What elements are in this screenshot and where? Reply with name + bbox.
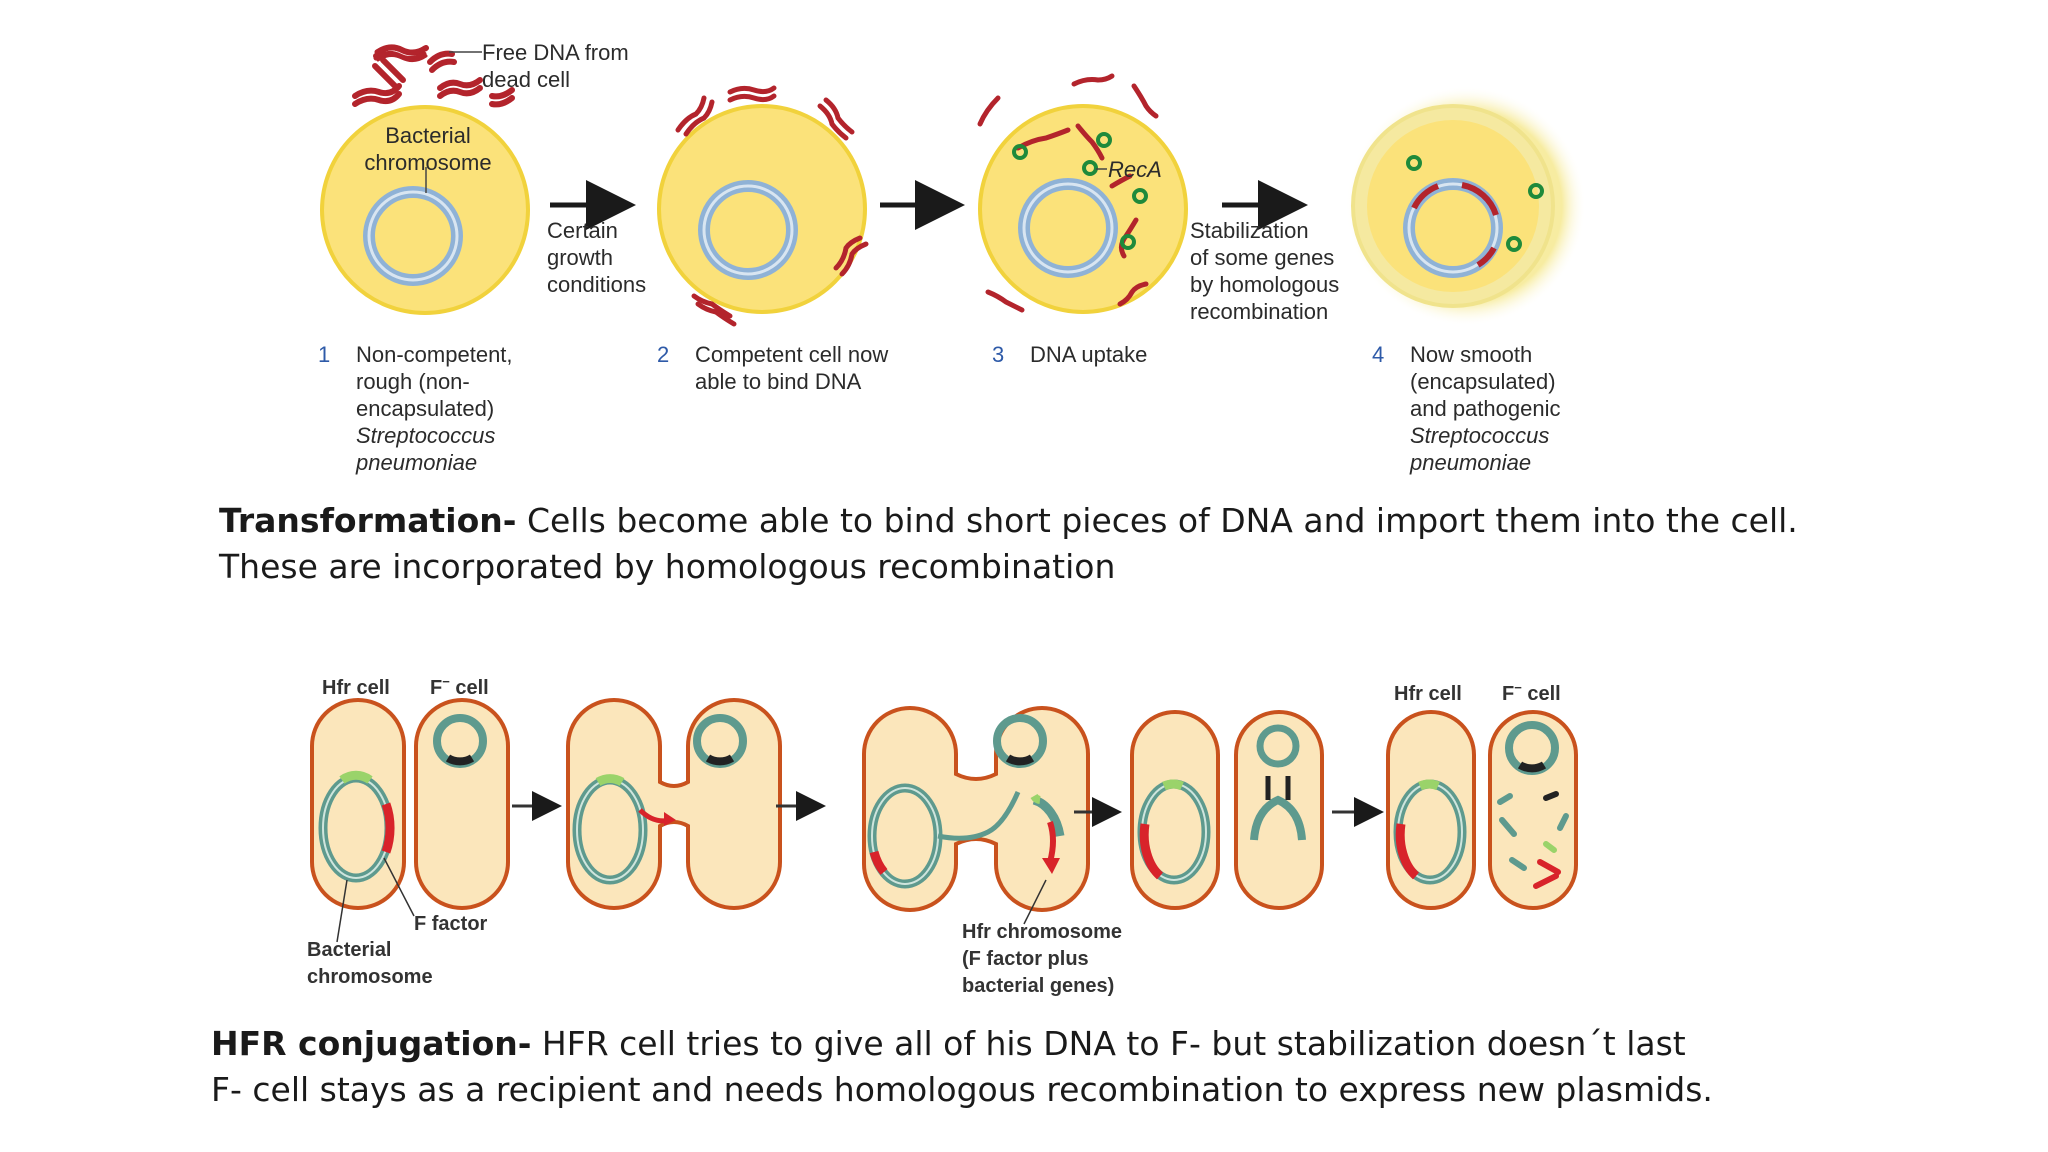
conjugation-caption: HFR conjugation- HFR cell tries to give … [211,1021,1713,1113]
f-cell-label-1: F− cell [430,674,489,699]
bacterial-chromosome-label-line1: Bacterial [307,939,392,961]
svg-text:encapsulated): encapsulated) [356,396,494,421]
transformation-caption: Transformation- Cells become able to bin… [219,498,1798,590]
conjugation-caption-bold: HFR conjugation- [211,1024,532,1063]
arrow1-line3: conditions [547,272,646,297]
arrow3-line3: by homologous [1190,272,1339,297]
bacterial-chromosome-label-line2: chromosome [307,966,433,988]
hfr-chromosome-label-line3: bacterial genes) [962,975,1114,997]
f-factor-label: F factor [414,913,488,935]
conjugation-caption-line1: HFR conjugation- HFR cell tries to give … [211,1021,1713,1067]
free-dna-label-line1: Free DNA from [482,40,629,65]
arrow3-line4: recombination [1190,299,1328,324]
transformation-caption-bold: Transformation- [219,501,517,540]
transformation-caption-line2: These are incorporated by homologous rec… [219,547,1116,586]
hfr-chromosome-label-line1: Hfr chromosome [962,921,1122,943]
svg-text:pneumoniae: pneumoniae [1409,450,1531,475]
free-dna-fragments [352,44,515,108]
svg-text:rough (non-: rough (non- [356,369,470,394]
svg-text:Competent cell now: Competent cell now [695,342,888,367]
bound-dna-fragments [675,85,869,327]
cell-4-encapsulated [1346,86,1586,326]
stage-2 [566,697,782,910]
transformation-caption-rest: Cells become able to bind short pieces o… [516,501,1798,540]
svg-text:(encapsulated): (encapsulated) [1410,369,1556,394]
cell-3-dna-uptake [978,104,1188,314]
stage-5 [1386,710,1578,910]
conjugation-diagram: Hfr cell F− cell Hfr cell F− cell F fact… [307,674,1578,997]
step-2-label: 2 Competent cell now able to bind DNA [657,342,888,394]
f-cell-label-2: F− cell [1502,680,1561,705]
cell-1-non-competent [320,105,530,315]
reca-label: RecA [1108,157,1162,182]
reca-proteins [1012,132,1148,250]
svg-text:pneumoniae: pneumoniae [355,450,477,475]
svg-text:Streptococcus: Streptococcus [1410,423,1549,448]
stage-4 [1130,710,1324,910]
step-3-label: 3 DNA uptake [992,342,1147,367]
svg-text:2: 2 [657,342,669,367]
step-1-label: 1 Non-competent, rough (non- encapsulate… [318,342,513,475]
svg-text:able to bind DNA: able to bind DNA [695,369,862,394]
transformation-caption-line1: Transformation- Cells become able to bin… [219,498,1798,544]
svg-text:4: 4 [1372,342,1384,367]
arrow3-line2: of some genes [1190,245,1334,270]
arrow1-line1: Certain [547,218,618,243]
hfr-chromosome-label-line2: (F factor plus [962,948,1089,970]
svg-text:Non-competent,: Non-competent, [356,342,513,367]
uptake-dna-fragments [977,73,1159,313]
svg-text:Now smooth: Now smooth [1410,342,1532,367]
conjugation-caption-line2: F- cell stays as a recipient and needs h… [211,1070,1713,1109]
svg-text:1: 1 [318,342,330,367]
free-dna-label-line2: dead cell [482,67,570,92]
arrow3-line1: Stabilization [1190,218,1309,243]
chromosome-label-line1: Bacterial [385,123,471,148]
chromosome-label-line2: chromosome [364,150,491,175]
cell-2-competent [657,104,867,314]
stage-1 [310,698,510,943]
arrow1-line2: growth [547,245,613,270]
svg-text:DNA uptake: DNA uptake [1030,342,1147,367]
hfr-cell-label-2: Hfr cell [1394,683,1462,705]
svg-text:3: 3 [992,342,1004,367]
svg-text:and pathogenic: and pathogenic [1410,396,1560,421]
conjugation-caption-rest: HFR cell tries to give all of his DNA to… [531,1024,1686,1063]
svg-text:Streptococcus: Streptococcus [356,423,495,448]
stage-3 [862,705,1090,925]
hfr-cell-label-1: Hfr cell [322,677,390,699]
step-4-label: 4 Now smooth (encapsulated) and pathogen… [1372,342,1560,475]
